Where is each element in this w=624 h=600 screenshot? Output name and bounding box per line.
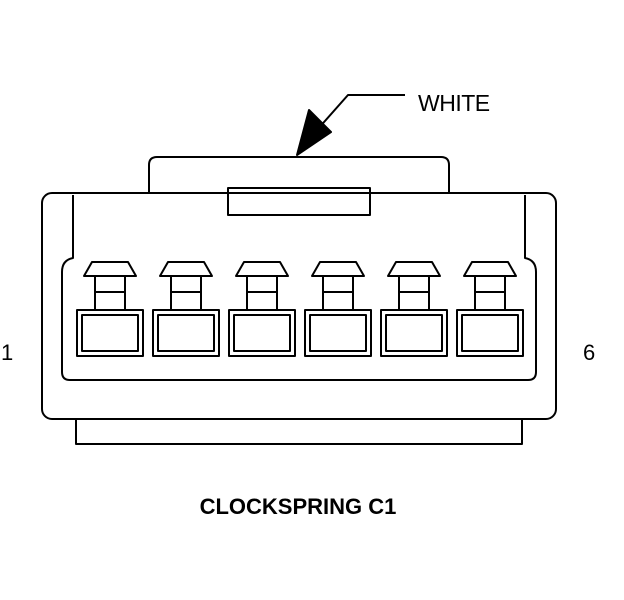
terminal-cavity xyxy=(304,309,372,357)
terminal-latch xyxy=(311,261,365,277)
terminal-cavity-inner xyxy=(81,314,139,352)
wire-color-label: WHITE xyxy=(418,90,490,116)
terminal-cavity xyxy=(152,309,220,357)
lock-slot xyxy=(227,187,371,216)
terminal-latch xyxy=(387,261,441,277)
connector-housing xyxy=(41,192,557,420)
inner-frame-left xyxy=(61,195,92,381)
terminal-latch xyxy=(159,261,213,277)
terminal-cavities xyxy=(76,261,524,357)
connector-name: CLOCKSPRING C1 xyxy=(199,494,397,519)
pointer-arrow xyxy=(296,109,332,156)
pin-number-last: 6 xyxy=(583,340,596,365)
pin-number-first: 1 xyxy=(1,340,14,365)
terminal-cavity-inner xyxy=(385,314,443,352)
leader-line xyxy=(316,94,405,131)
base-plate xyxy=(75,419,523,445)
terminal-cavity xyxy=(380,309,448,357)
terminal-cavity-inner xyxy=(461,314,519,352)
terminal-cavity xyxy=(228,309,296,357)
terminal-latch xyxy=(83,261,137,277)
terminal-cavity-inner xyxy=(233,314,291,352)
terminal-cavity xyxy=(76,309,144,357)
terminal-latch xyxy=(463,261,517,277)
inner-frame-right xyxy=(506,195,537,381)
terminal-cavity xyxy=(456,309,524,357)
terminal-cavity-inner xyxy=(309,314,367,352)
terminal-latch xyxy=(235,261,289,277)
terminal-cavity-inner xyxy=(157,314,215,352)
latch-tab xyxy=(148,156,450,193)
